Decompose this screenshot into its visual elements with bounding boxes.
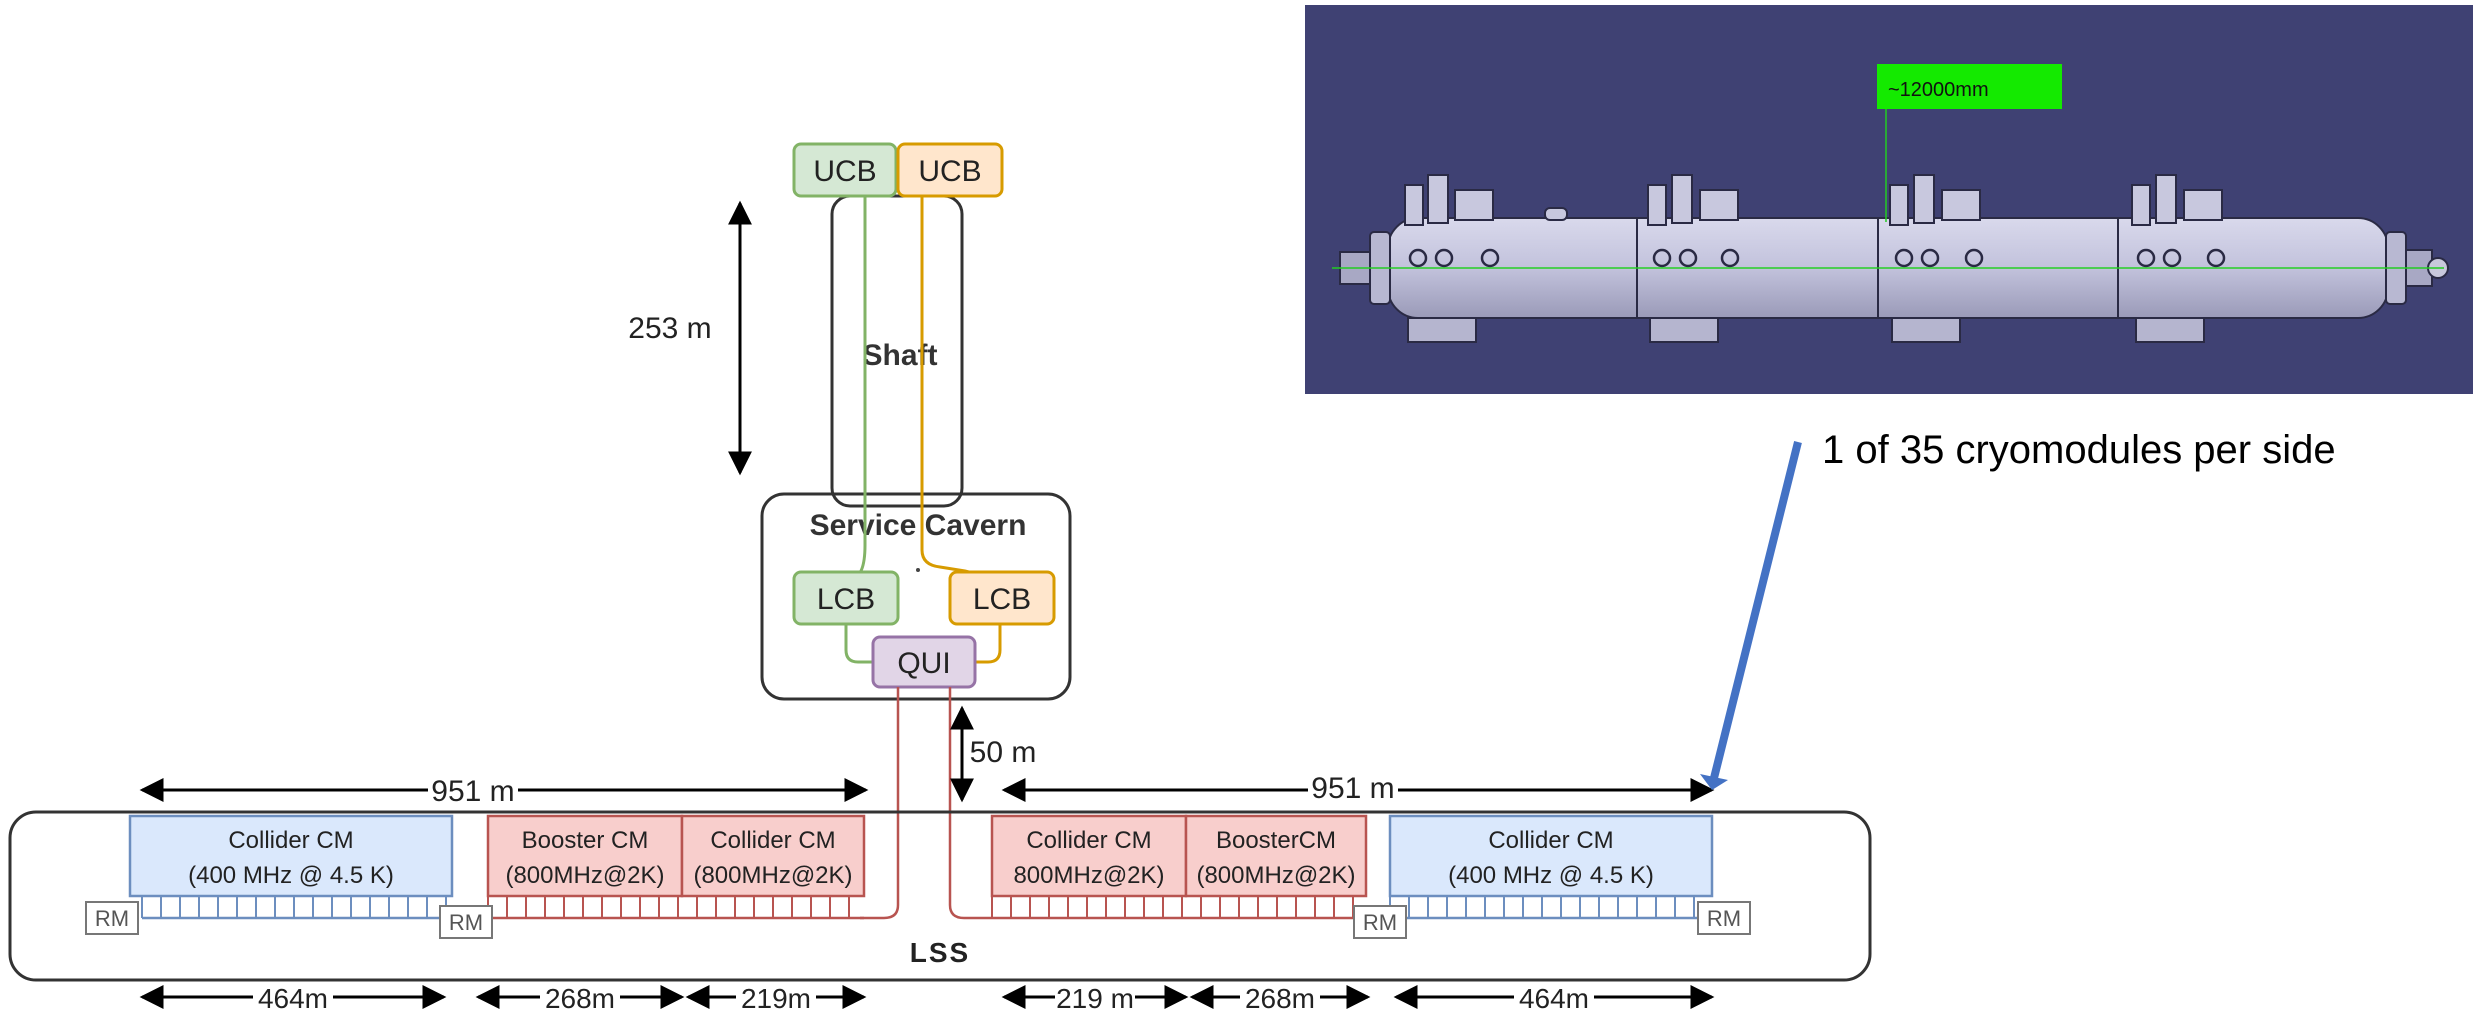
rm-label: RM: [1707, 906, 1741, 931]
module-label: Booster CM: [522, 827, 649, 854]
segment-label: 219 m: [1056, 983, 1134, 1014]
rm-label: RM: [95, 906, 129, 931]
red-feed-left: [860, 687, 900, 920]
service-cavern-title: Service Cavern: [810, 509, 1027, 542]
module-label: Collider CM: [710, 827, 835, 854]
segment-label-bg: [1240, 982, 1320, 1012]
caption-text: 1 of 35 cryomodules per side: [1822, 428, 2336, 472]
vertical-distance-label: 50 m: [970, 736, 1037, 769]
orange-pipe-qui: [973, 622, 1002, 664]
rm-box-4: RM: [1697, 901, 1751, 935]
red-feed-right: [948, 687, 992, 920]
module-collider-left-inner: Collider CM (800MHz@2K): [680, 814, 866, 898]
segment-label-bg: [253, 982, 333, 1012]
segment-label: 268m: [1245, 983, 1315, 1014]
ucb-green-box: [792, 142, 898, 198]
lcb-green-box: [792, 570, 900, 626]
callout-arrow-shaft: [1710, 441, 1802, 779]
green-pipe-qui: [844, 622, 875, 664]
module-booster-right: BoosterCM (800MHz@2K): [1184, 814, 1368, 898]
module-booster-left: Booster CM (800MHz@2K): [486, 814, 684, 898]
shaft-depth-label: 253 m: [628, 312, 711, 345]
module-label: Collider CM: [1026, 827, 1151, 854]
shaft-label: Shaft: [863, 339, 938, 372]
segment-dimensions: 464m 268m 219m 219 m 268m 464m: [139, 982, 1715, 1014]
right-span-label: 951 m: [1311, 772, 1394, 805]
rm-label: RM: [1363, 910, 1397, 935]
module-sublabel: (800MHz@2K): [693, 862, 852, 889]
distribution-combs: [141, 896, 1700, 920]
rm-box-2: RM: [439, 905, 493, 939]
segment-label-bg: [540, 982, 620, 1012]
module-label: Collider CM: [228, 827, 353, 854]
lss-outline: [8, 810, 1872, 982]
module-collider-right-outer: Collider CM (400 MHz @ 4.5 K): [1388, 814, 1714, 898]
cryomodule-cad-image: ~12000mm: [1305, 5, 2473, 394]
ucb-orange-box: [896, 142, 1004, 198]
module-sublabel: (800MHz@2K): [505, 862, 664, 889]
module-sublabel: (400 MHz @ 4.5 K): [188, 862, 394, 889]
module-collider-right-inner: Collider CM 800MHz@2K): [990, 814, 1188, 898]
module-sublabel: 800MHz@2K): [1013, 862, 1164, 889]
right-span-label-bg: [1308, 774, 1398, 806]
qui-label: QUI: [897, 647, 950, 680]
module-sublabel: (800MHz@2K): [1196, 862, 1355, 889]
ucb-orange-label: UCB: [918, 155, 981, 188]
segment-label-bg: [1514, 982, 1594, 1012]
rm-box-3: RM: [1353, 905, 1407, 939]
cad-dimension-label: ~12000mm: [1888, 79, 1989, 101]
left-span-label: 951 m: [431, 775, 514, 808]
left-span-label-bg: [428, 774, 518, 806]
callout-arrow-head: [1700, 774, 1728, 790]
segment-label-bg: [1055, 982, 1135, 1012]
module-label: BoosterCM: [1216, 827, 1336, 854]
lcb-orange-label: LCB: [973, 583, 1031, 616]
rm-label: RM: [449, 910, 483, 935]
module-label: Collider CM: [1488, 827, 1613, 854]
segment-label: 268m: [545, 983, 615, 1014]
lss-label: LSS: [910, 937, 970, 968]
ucb-green-label: UCB: [813, 155, 876, 188]
segment-label: 219m: [741, 983, 811, 1014]
service-cavern-outline: [760, 492, 1072, 701]
cavern-dot: [916, 568, 920, 572]
module-collider-left-outer: Collider CM (400 MHz @ 4.5 K): [128, 814, 454, 898]
lcb-green-label: LCB: [817, 583, 875, 616]
segment-label: 464m: [1519, 983, 1589, 1014]
rm-box-1: RM: [85, 901, 139, 935]
lcb-orange-box: [948, 570, 1056, 626]
shaft-outline: [830, 194, 964, 508]
segment-label: 464m: [258, 983, 328, 1014]
segment-label-bg: [736, 982, 816, 1012]
module-sublabel: (400 MHz @ 4.5 K): [1448, 862, 1654, 889]
qui-box: [871, 635, 977, 689]
cad-dimension-tag: [1877, 64, 2062, 109]
